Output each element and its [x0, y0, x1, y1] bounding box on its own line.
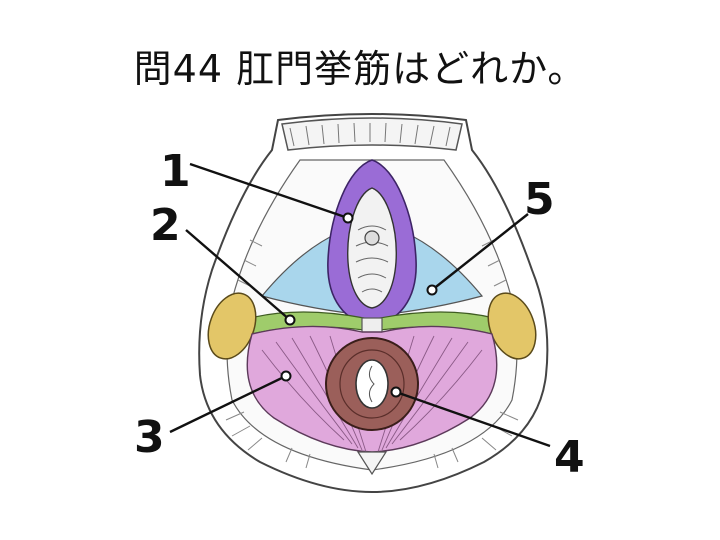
- label-4: 4: [554, 432, 585, 483]
- label-3-leader: [169, 370, 292, 434]
- label-3: 3: [134, 412, 165, 463]
- anal-opening: [355, 359, 389, 409]
- label-1: 1: [160, 146, 191, 197]
- upper-tissue: [281, 117, 463, 151]
- urogenital-opening: [347, 187, 397, 309]
- label-2: 2: [150, 200, 181, 251]
- question-title: 問44 肛門挙筋はどれか。: [133, 47, 587, 91]
- label-4-leader: [390, 386, 551, 448]
- label-2-leader: [185, 229, 296, 326]
- label-1-leader: [189, 162, 354, 224]
- coccyx: [356, 451, 388, 476]
- label-5: 5: [524, 174, 555, 225]
- label-5-leader: [426, 213, 529, 296]
